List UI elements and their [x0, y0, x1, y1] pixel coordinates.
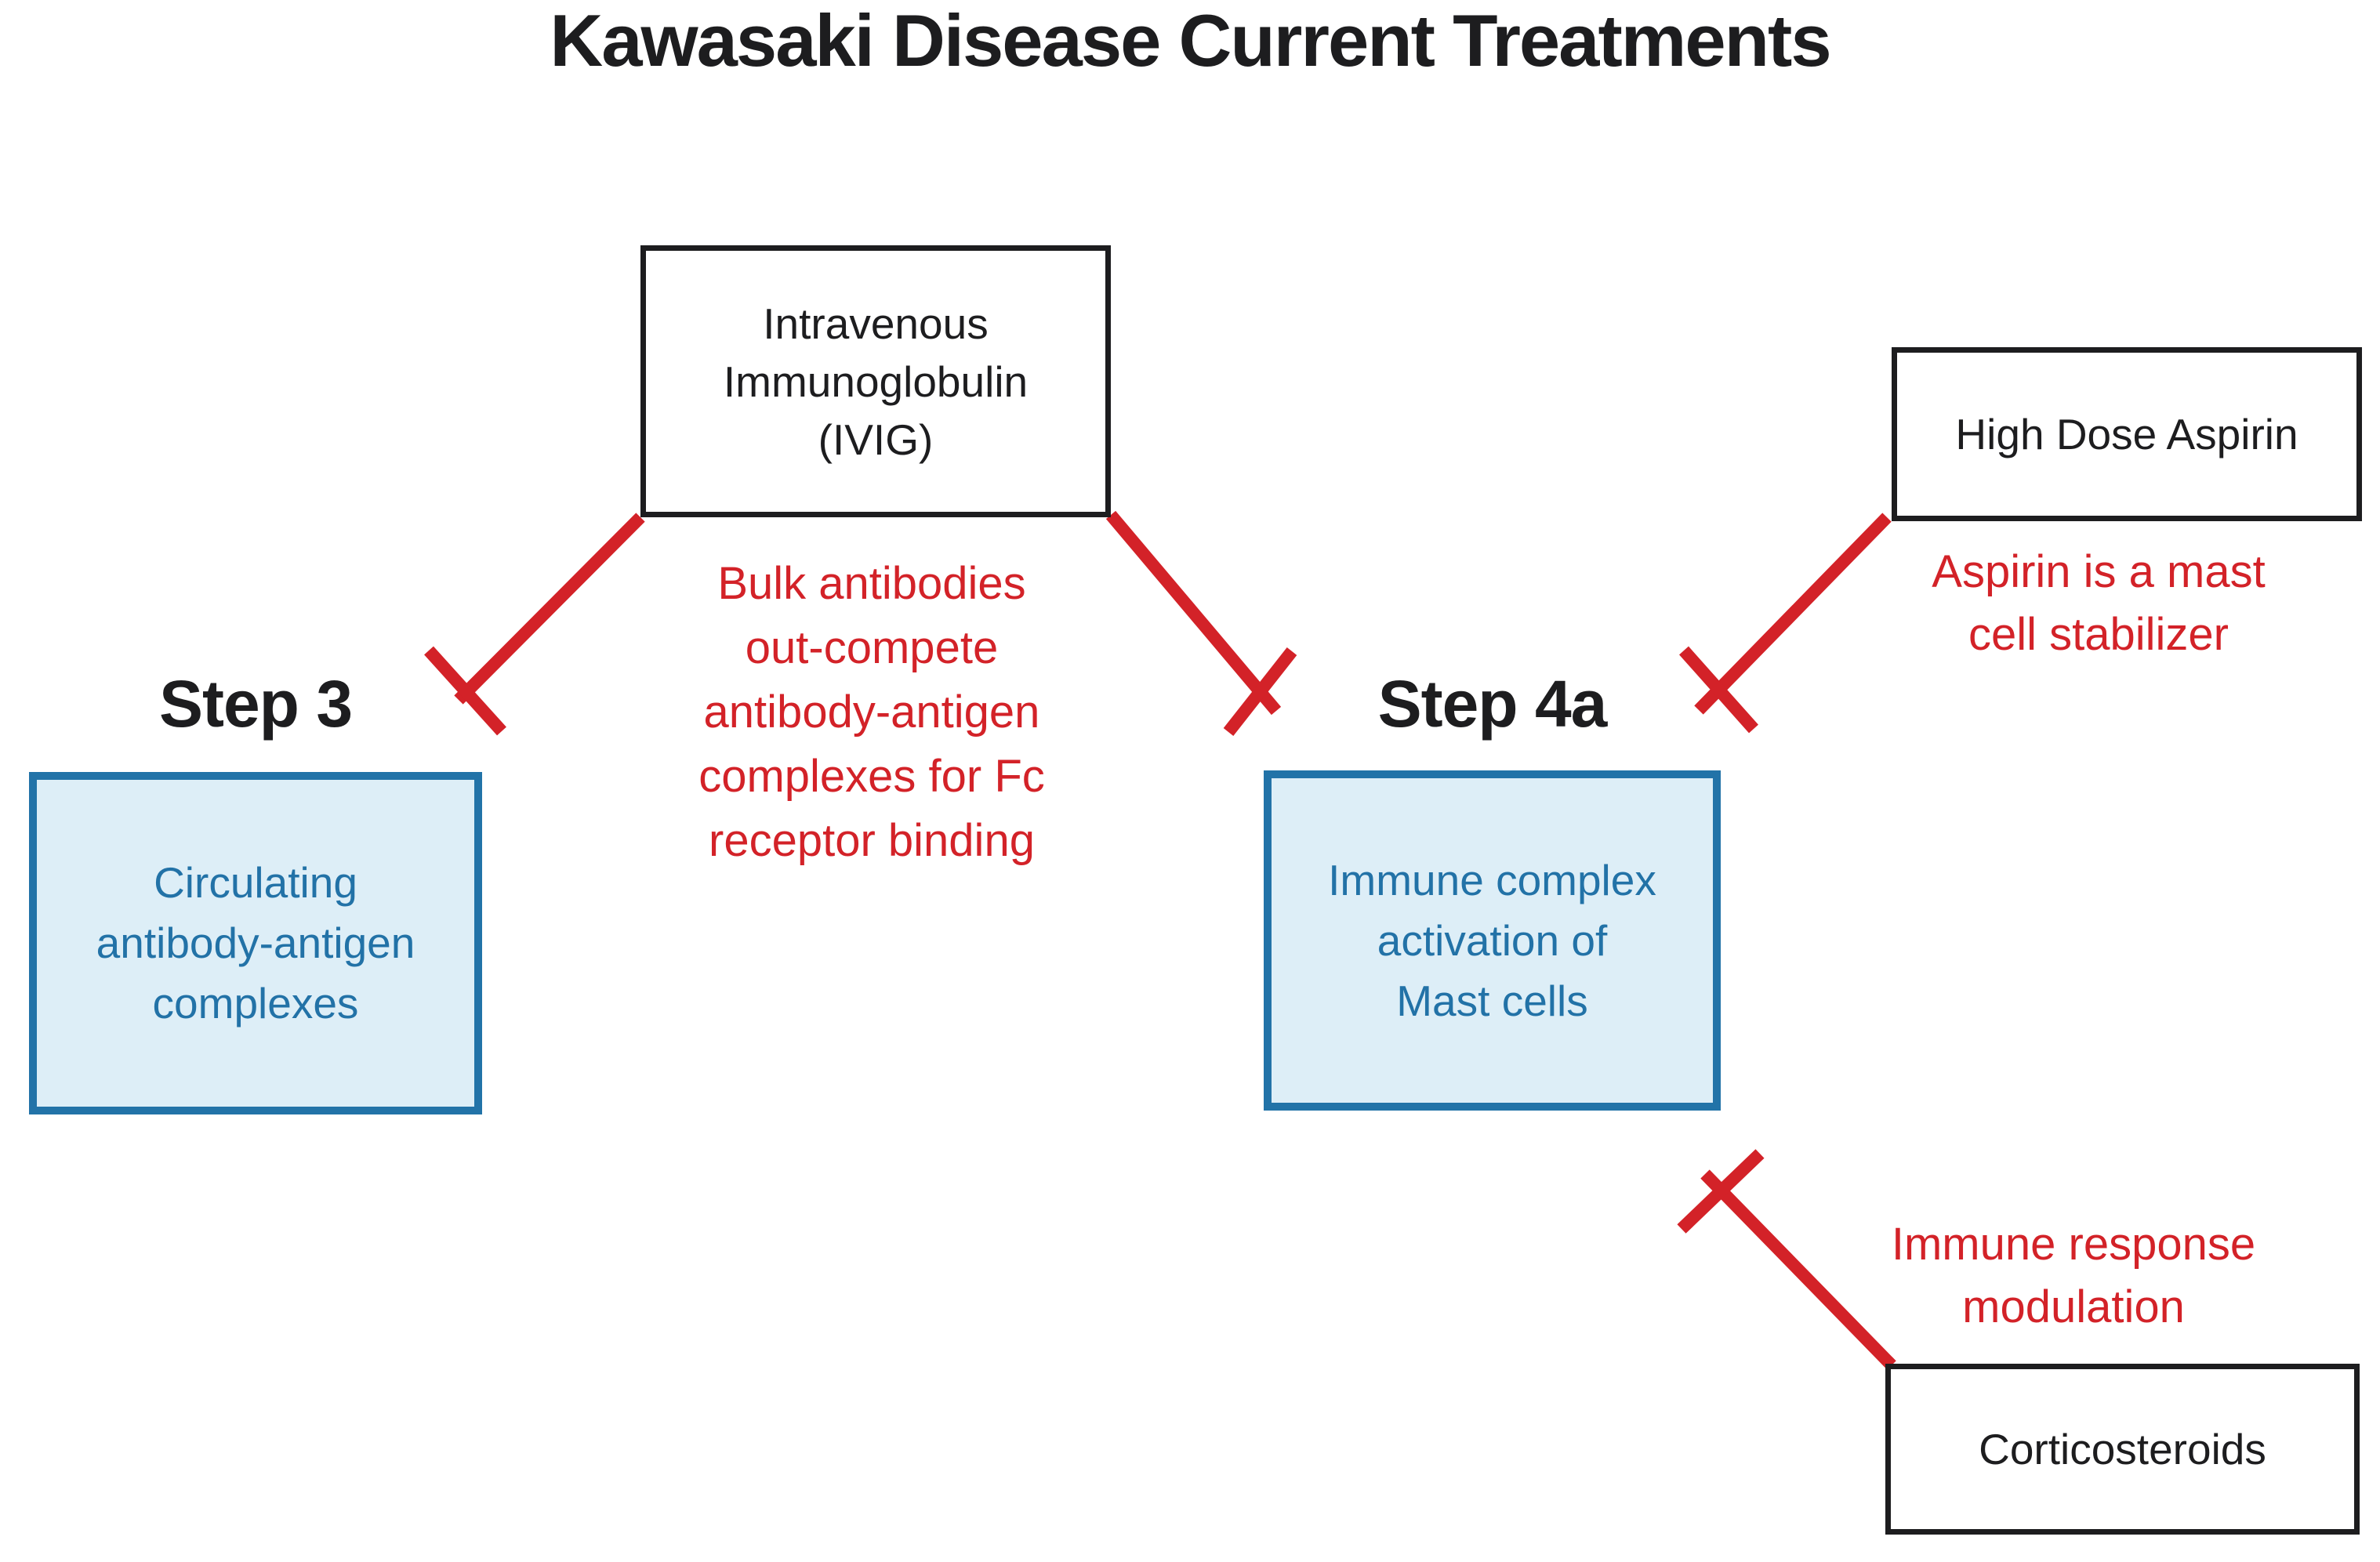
treatment-box-ivig-label: Intravenous Immunoglobulin (IVIG) — [723, 299, 1029, 464]
inhibition-line-ivig-step4a — [1105, 510, 1282, 716]
inhibition-line-aspirin-step4a — [1694, 513, 1892, 715]
inhibition-line-corticosteroids-step4a — [1700, 1169, 1896, 1370]
step4a-label: Step 4a — [1377, 667, 1608, 741]
treatment-box-corticosteroids: Corticosteroids — [1885, 1364, 2360, 1535]
step3-box-label: Circulating antibody-antigen complexes — [96, 858, 415, 1027]
treatment-box-high-dose-aspirin: High Dose Aspirin — [1892, 347, 2362, 521]
ivig-mechanism-note: Bulk antibodies out-compete antibody-ant… — [698, 558, 1045, 866]
step3-label: Step 3 — [158, 667, 353, 741]
treatment-box-high-dose-aspirin-label: High Dose Aspirin — [1955, 410, 2298, 458]
treatment-box-ivig: Intravenous Immunoglobulin (IVIG) — [640, 245, 1111, 517]
corticosteroids-mechanism-note: Immune response modulation — [1891, 1219, 2256, 1332]
inhibition-line-ivig-step3 — [454, 513, 645, 705]
step4a-box: Immune complex activation of Mast cells — [1264, 770, 1721, 1111]
step3-box: Circulating antibody-antigen complexes — [29, 772, 482, 1114]
inhibition-tbar-corticosteroids-step4a — [1677, 1149, 1765, 1234]
treatment-box-corticosteroids-label: Corticosteroids — [1979, 1425, 2266, 1473]
step4a-box-label: Immune complex activation of Mast cells — [1328, 855, 1656, 1025]
page-title: Kawasaki Disease Current Treatments — [550, 0, 1831, 82]
aspirin-mechanism-note: Aspirin is a mast cell stabilizer — [1932, 546, 2266, 660]
